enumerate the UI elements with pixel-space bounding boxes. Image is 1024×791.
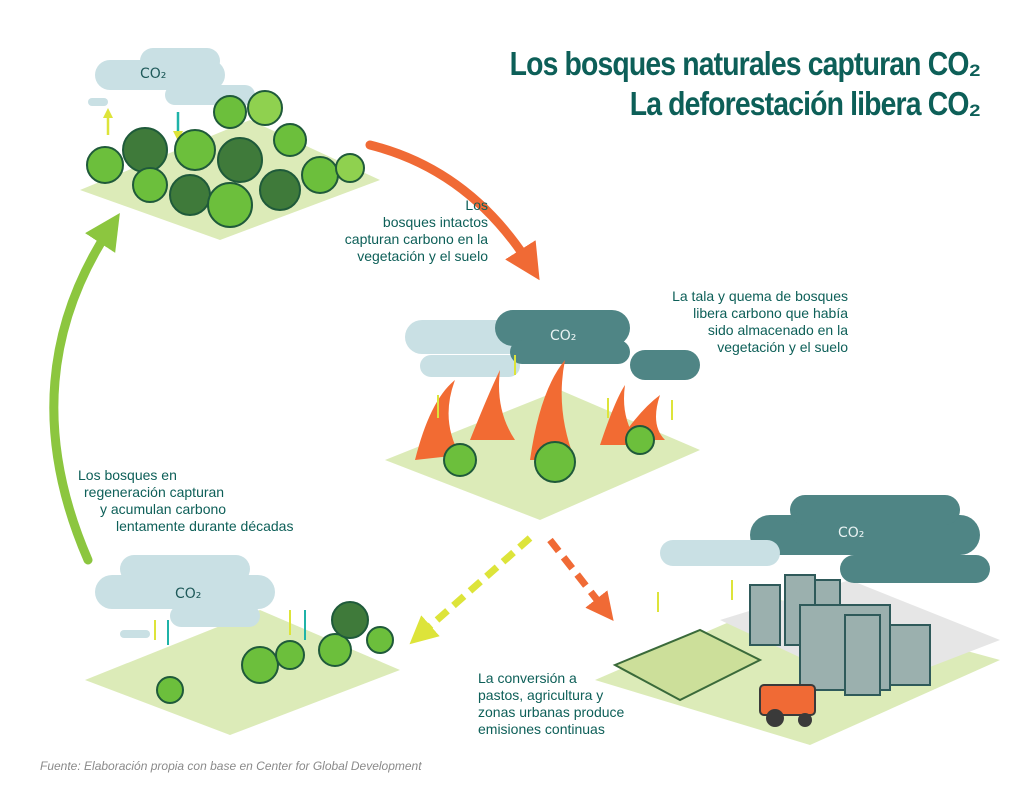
caption-line: La conversión a (478, 670, 577, 686)
arrow-to-conversion (547, 537, 614, 622)
buildings (749, 574, 931, 696)
intact-forest-scene: CO₂ (80, 48, 380, 240)
fire-flames (415, 360, 665, 460)
tractor (759, 684, 816, 716)
caption-line: bosques intactos (382, 214, 488, 230)
arrow-regeneration-to-forest (49, 212, 120, 565)
caption-intact-forest: Los bosques intactos capturan carbono en… (345, 197, 488, 265)
regeneration-scene: CO₂ (85, 555, 400, 735)
caption-line: lentamente durante décadas (116, 518, 294, 534)
pasture-fence (612, 628, 763, 702)
caption-line: Los bosques en (78, 467, 177, 483)
caption-burning: La tala y quema de bosques libera carbon… (672, 288, 848, 356)
caption-regeneration: Los bosques en regeneración capturan y a… (78, 467, 293, 535)
caption-line: regeneración capturan (84, 484, 225, 500)
trees (156, 601, 394, 704)
co2-cloud-dark (495, 310, 700, 380)
caption-line: pastos, agricultura y (478, 687, 604, 703)
title-line-2: La deforestación libera CO₂ (629, 85, 980, 122)
co2-cloud-dark (750, 495, 990, 583)
trees (443, 425, 655, 483)
page-title: Los bosques naturales capturan CO₂ La de… (509, 44, 981, 124)
caption-line: La tala y quema de bosques (672, 288, 848, 304)
caption-line: libera carbono que había (693, 305, 848, 321)
caption-line: sido almacenado en la (707, 322, 848, 338)
title-line-1: Los bosques naturales capturan CO₂ (509, 45, 981, 82)
co2-label: CO₂ (550, 328, 576, 344)
co2-cloud-light (95, 555, 275, 638)
co2-label: CO₂ (838, 525, 864, 541)
conversion-scene: CO₂ (595, 495, 1000, 745)
co2-label: CO₂ (175, 586, 201, 602)
caption-line: capturan carbono en la (344, 231, 488, 247)
burning-scene: CO₂ (385, 310, 700, 520)
arrow-to-regeneration (409, 535, 533, 645)
caption-line: emisiones continuas (478, 721, 605, 737)
caption-line: Los (465, 197, 488, 213)
caption-conversion: La conversión a pastos, agricultura y zo… (478, 670, 624, 738)
up-arrows (437, 355, 673, 420)
arrow-to-deforestation (365, 140, 540, 281)
caption-line: y acumulan carbono (100, 501, 227, 517)
caption-line: zonas urbanas produce (478, 704, 625, 720)
caption-line: vegetación y el suelo (717, 339, 848, 355)
co2-cloud-light (88, 48, 255, 106)
co2-label: CO₂ (140, 66, 166, 82)
trees (86, 90, 365, 228)
co2-cloud-light (660, 540, 780, 566)
caption-line: vegetación y el suelo (357, 248, 488, 264)
source-note: Fuente: Elaboración propia con base en C… (40, 759, 422, 773)
